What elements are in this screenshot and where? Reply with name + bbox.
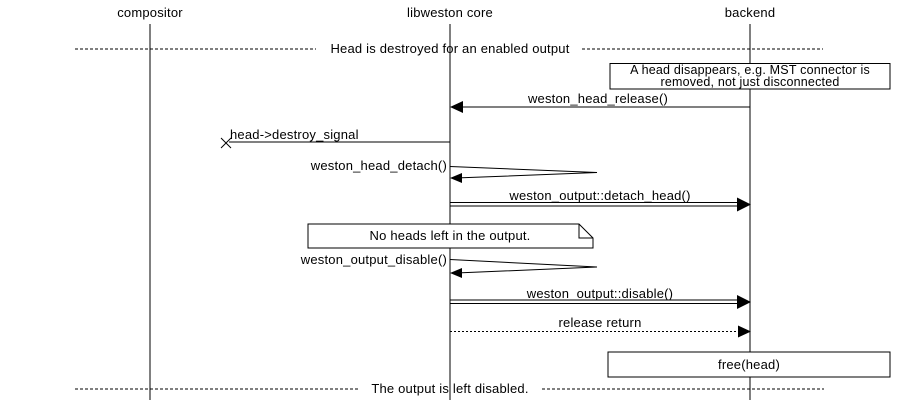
arrow-head-destroy-signal xyxy=(220,137,450,149)
divider-bottom-label: The output is left disabled. xyxy=(371,380,529,396)
action-free-head-label: free(head) xyxy=(718,357,780,372)
label-weston-head-detach: weston_head_detach() xyxy=(310,157,447,173)
participant-backend: backend xyxy=(724,5,776,20)
label-weston-output-disable: weston_output_disable() xyxy=(300,252,447,267)
action-box-free-head xyxy=(607,351,891,378)
label-weston-output-detach-head: weston_output::detach_head() xyxy=(509,187,691,203)
divider-top-label: Head is destroyed for an enabled output xyxy=(330,41,570,56)
note-backend-line1: A head disappears, e.g. MST connector is xyxy=(630,62,870,77)
arrow-weston-output-disable-call xyxy=(450,295,751,309)
label-release-return: release return xyxy=(558,315,642,330)
note-core-box xyxy=(307,223,594,249)
arrow-weston-head-detach-self xyxy=(449,166,598,183)
participant-libweston-core: libweston core xyxy=(407,5,493,20)
arrow-weston-output-disable-self xyxy=(449,259,598,278)
label-weston-output-disable-call: weston_output::disable() xyxy=(526,285,674,301)
label-weston-head-release: weston_head_release() xyxy=(527,91,669,106)
note-backend-box xyxy=(609,63,891,90)
label-head-destroy-signal: head->destroy_signal xyxy=(230,126,359,142)
note-backend-line2: removed, not just disconnected xyxy=(660,75,840,89)
note-core-text: No heads left in the output. xyxy=(369,228,531,243)
arrow-release-return xyxy=(450,325,751,338)
note-backend-text: A head disappears, e.g. MST connector is… xyxy=(610,63,890,89)
participant-compositor: compositor xyxy=(117,5,183,20)
arrow-weston-head-release xyxy=(450,101,750,113)
arrow-weston-output-detach-head xyxy=(450,197,751,212)
